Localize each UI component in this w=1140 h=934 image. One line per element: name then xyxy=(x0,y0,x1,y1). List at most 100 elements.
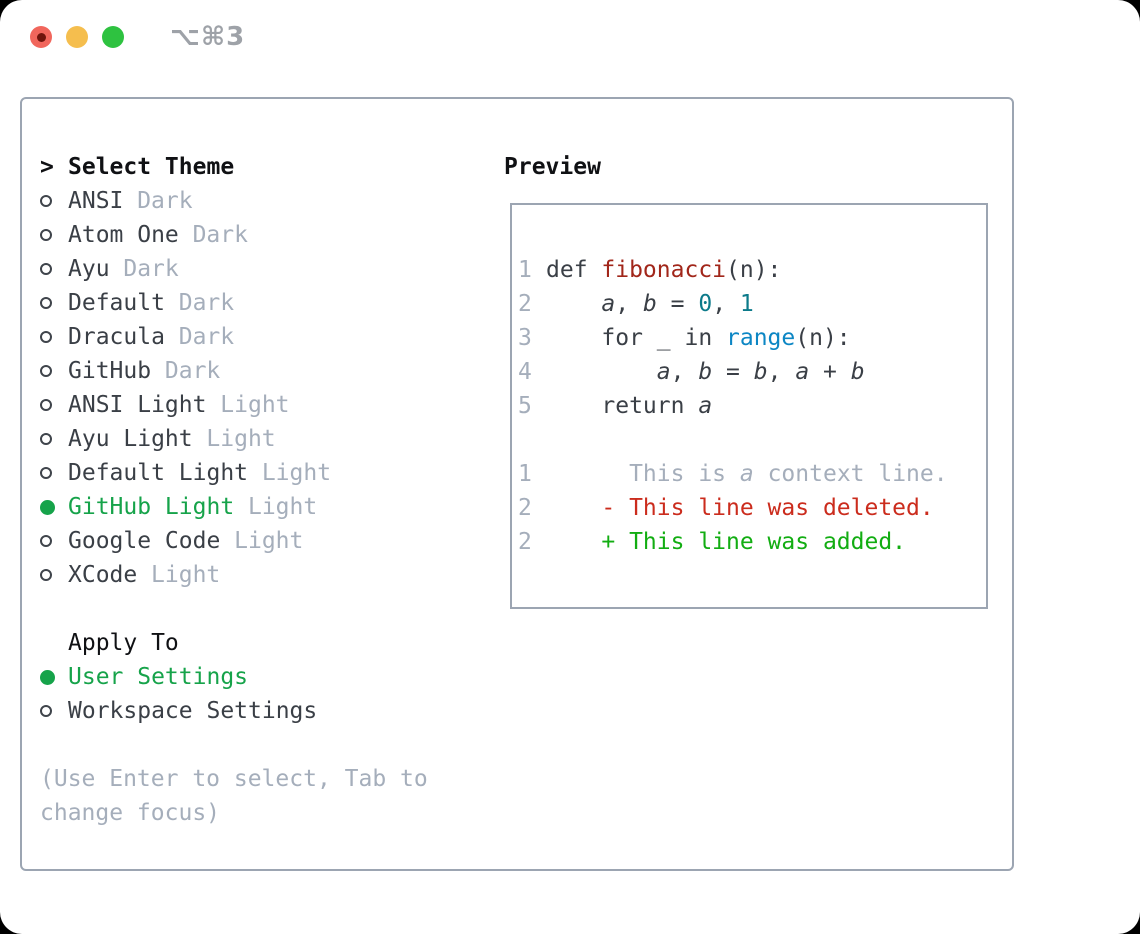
line-number: 1 xyxy=(518,257,532,283)
line-code: a, b = b, a + b xyxy=(656,359,865,385)
radio-icon xyxy=(40,229,52,241)
radio-icon xyxy=(40,331,52,343)
preview-line: 2 + This line was added. xyxy=(518,525,986,559)
theme-tag: Dark xyxy=(137,188,193,214)
theme-option-google-code[interactable]: Google Code Light xyxy=(40,524,331,558)
apply-to-title: Apply To xyxy=(68,630,179,656)
window-titlebar: ⌥⌘3 xyxy=(0,0,1140,74)
theme-name: GitHub xyxy=(68,358,152,384)
maximize-button[interactable] xyxy=(102,26,124,48)
theme-tag: Light xyxy=(247,494,318,520)
theme-tag: Light xyxy=(151,562,221,588)
line-code: for _ in range(n): xyxy=(546,325,851,351)
close-dot-icon xyxy=(36,32,46,42)
theme-tag: Light xyxy=(206,426,276,452)
apply-to-options: User Settings Workspace Settings xyxy=(40,660,317,728)
preview-line: 2 a, b = 0, 1 xyxy=(518,287,986,321)
line-number: 2 xyxy=(518,495,532,521)
preview-line: 5 return a xyxy=(518,389,986,423)
theme-option-ayu[interactable]: Ayu Dark xyxy=(40,252,331,286)
radio-icon xyxy=(40,705,52,717)
preview-line: 4 a, b = b, a + b xyxy=(518,355,986,389)
theme-option-github[interactable]: GitHub Dark xyxy=(40,354,331,388)
line-code: return a xyxy=(546,393,713,419)
prompt-caret: > xyxy=(40,154,54,180)
theme-option-github-light[interactable]: GitHub Light Light xyxy=(40,490,331,524)
line-code: - This line was deleted. xyxy=(546,495,934,521)
keyboard-hint: (Use Enter to select, Tab to change focus… xyxy=(40,762,428,830)
theme-tag: Dark xyxy=(192,222,248,248)
radio-icon xyxy=(40,535,52,547)
preview-line: 3 for _ in range(n): xyxy=(518,321,986,355)
select-theme-title: Select Theme xyxy=(68,154,235,180)
line-number: 5 xyxy=(518,393,532,419)
apply-option-name: Workspace Settings xyxy=(68,698,318,724)
theme-name: Ayu xyxy=(68,256,110,282)
line-number: 4 xyxy=(518,359,532,385)
theme-name: ANSI xyxy=(68,188,124,214)
theme-name: XCode xyxy=(68,562,138,588)
apply-option-workspace-settings[interactable]: Workspace Settings xyxy=(40,694,317,728)
line-number: 3 xyxy=(518,325,532,351)
select-theme-header: > Select Theme xyxy=(40,150,331,184)
radio-icon xyxy=(40,365,52,377)
radio-icon xyxy=(40,499,55,515)
line-code: This is a context line. xyxy=(546,461,948,487)
radio-icon xyxy=(40,399,52,411)
theme-name: ANSI Light xyxy=(68,392,207,418)
line-number: 1 xyxy=(518,461,532,487)
theme-name: Default Light xyxy=(68,460,249,486)
theme-option-atom-one[interactable]: Atom One Dark xyxy=(40,218,331,252)
theme-tag: Light xyxy=(220,392,290,418)
line-code: a, b = 0, 1 xyxy=(601,291,754,317)
theme-name: Google Code xyxy=(68,528,221,554)
theme-option-ayu-light[interactable]: Ayu Light Light xyxy=(40,422,331,456)
theme-tag: Dark xyxy=(164,358,221,384)
theme-tag: Dark xyxy=(178,290,235,316)
apply-option-user-settings[interactable]: User Settings xyxy=(40,660,317,694)
preview-box: 1 def fibonacci(n): 2 a, b = 0, 1 3 for … xyxy=(510,203,988,609)
theme-option-default[interactable]: Default Dark xyxy=(40,286,331,320)
theme-tag: Dark xyxy=(123,256,179,282)
apply-to-section: Apply To User Settings Workspace Setting… xyxy=(40,626,317,728)
preview-line: 2 - This line was deleted. xyxy=(518,491,986,525)
theme-option-ansi-light[interactable]: ANSI Light Light xyxy=(40,388,331,422)
hint-line: change focus) xyxy=(40,800,221,826)
line-code: def fibonacci(n): xyxy=(546,257,782,283)
theme-name: Ayu Light xyxy=(68,426,193,452)
radio-icon xyxy=(40,297,52,309)
minimize-button[interactable] xyxy=(66,26,88,48)
theme-option-ansi[interactable]: ANSI Dark xyxy=(40,184,331,218)
theme-tag: Light xyxy=(234,528,304,554)
radio-icon xyxy=(40,467,52,479)
hint-line: (Use Enter to select, Tab to xyxy=(40,766,428,792)
radio-icon xyxy=(40,569,52,581)
theme-option-xcode[interactable]: XCode Light xyxy=(40,558,331,592)
radio-icon xyxy=(40,195,52,207)
close-button[interactable] xyxy=(30,26,52,48)
radio-icon xyxy=(40,263,52,275)
radio-icon xyxy=(40,669,55,685)
radio-icon xyxy=(40,433,52,445)
line-code: + This line was added. xyxy=(546,529,907,555)
apply-option-name: User Settings xyxy=(68,664,249,690)
line-number: 2 xyxy=(518,529,532,555)
theme-name: Atom One xyxy=(68,222,179,248)
theme-name: GitHub Light xyxy=(68,494,235,520)
preview-line xyxy=(518,423,986,457)
theme-option-default-light[interactable]: Default Light Light xyxy=(40,456,331,490)
theme-option-dracula[interactable]: Dracula Dark xyxy=(40,320,331,354)
preview-title: Preview xyxy=(504,154,601,180)
apply-to-header: Apply To xyxy=(40,626,317,660)
theme-name: Default xyxy=(68,290,165,316)
window-title: ⌥⌘3 xyxy=(170,22,246,52)
theme-tag: Dark xyxy=(178,324,235,350)
preview-line: 1 def fibonacci(n): xyxy=(518,253,986,287)
theme-name: Dracula xyxy=(68,324,165,350)
preview-line: 1 This is a context line. xyxy=(518,457,986,491)
theme-tag: Light xyxy=(261,460,332,486)
